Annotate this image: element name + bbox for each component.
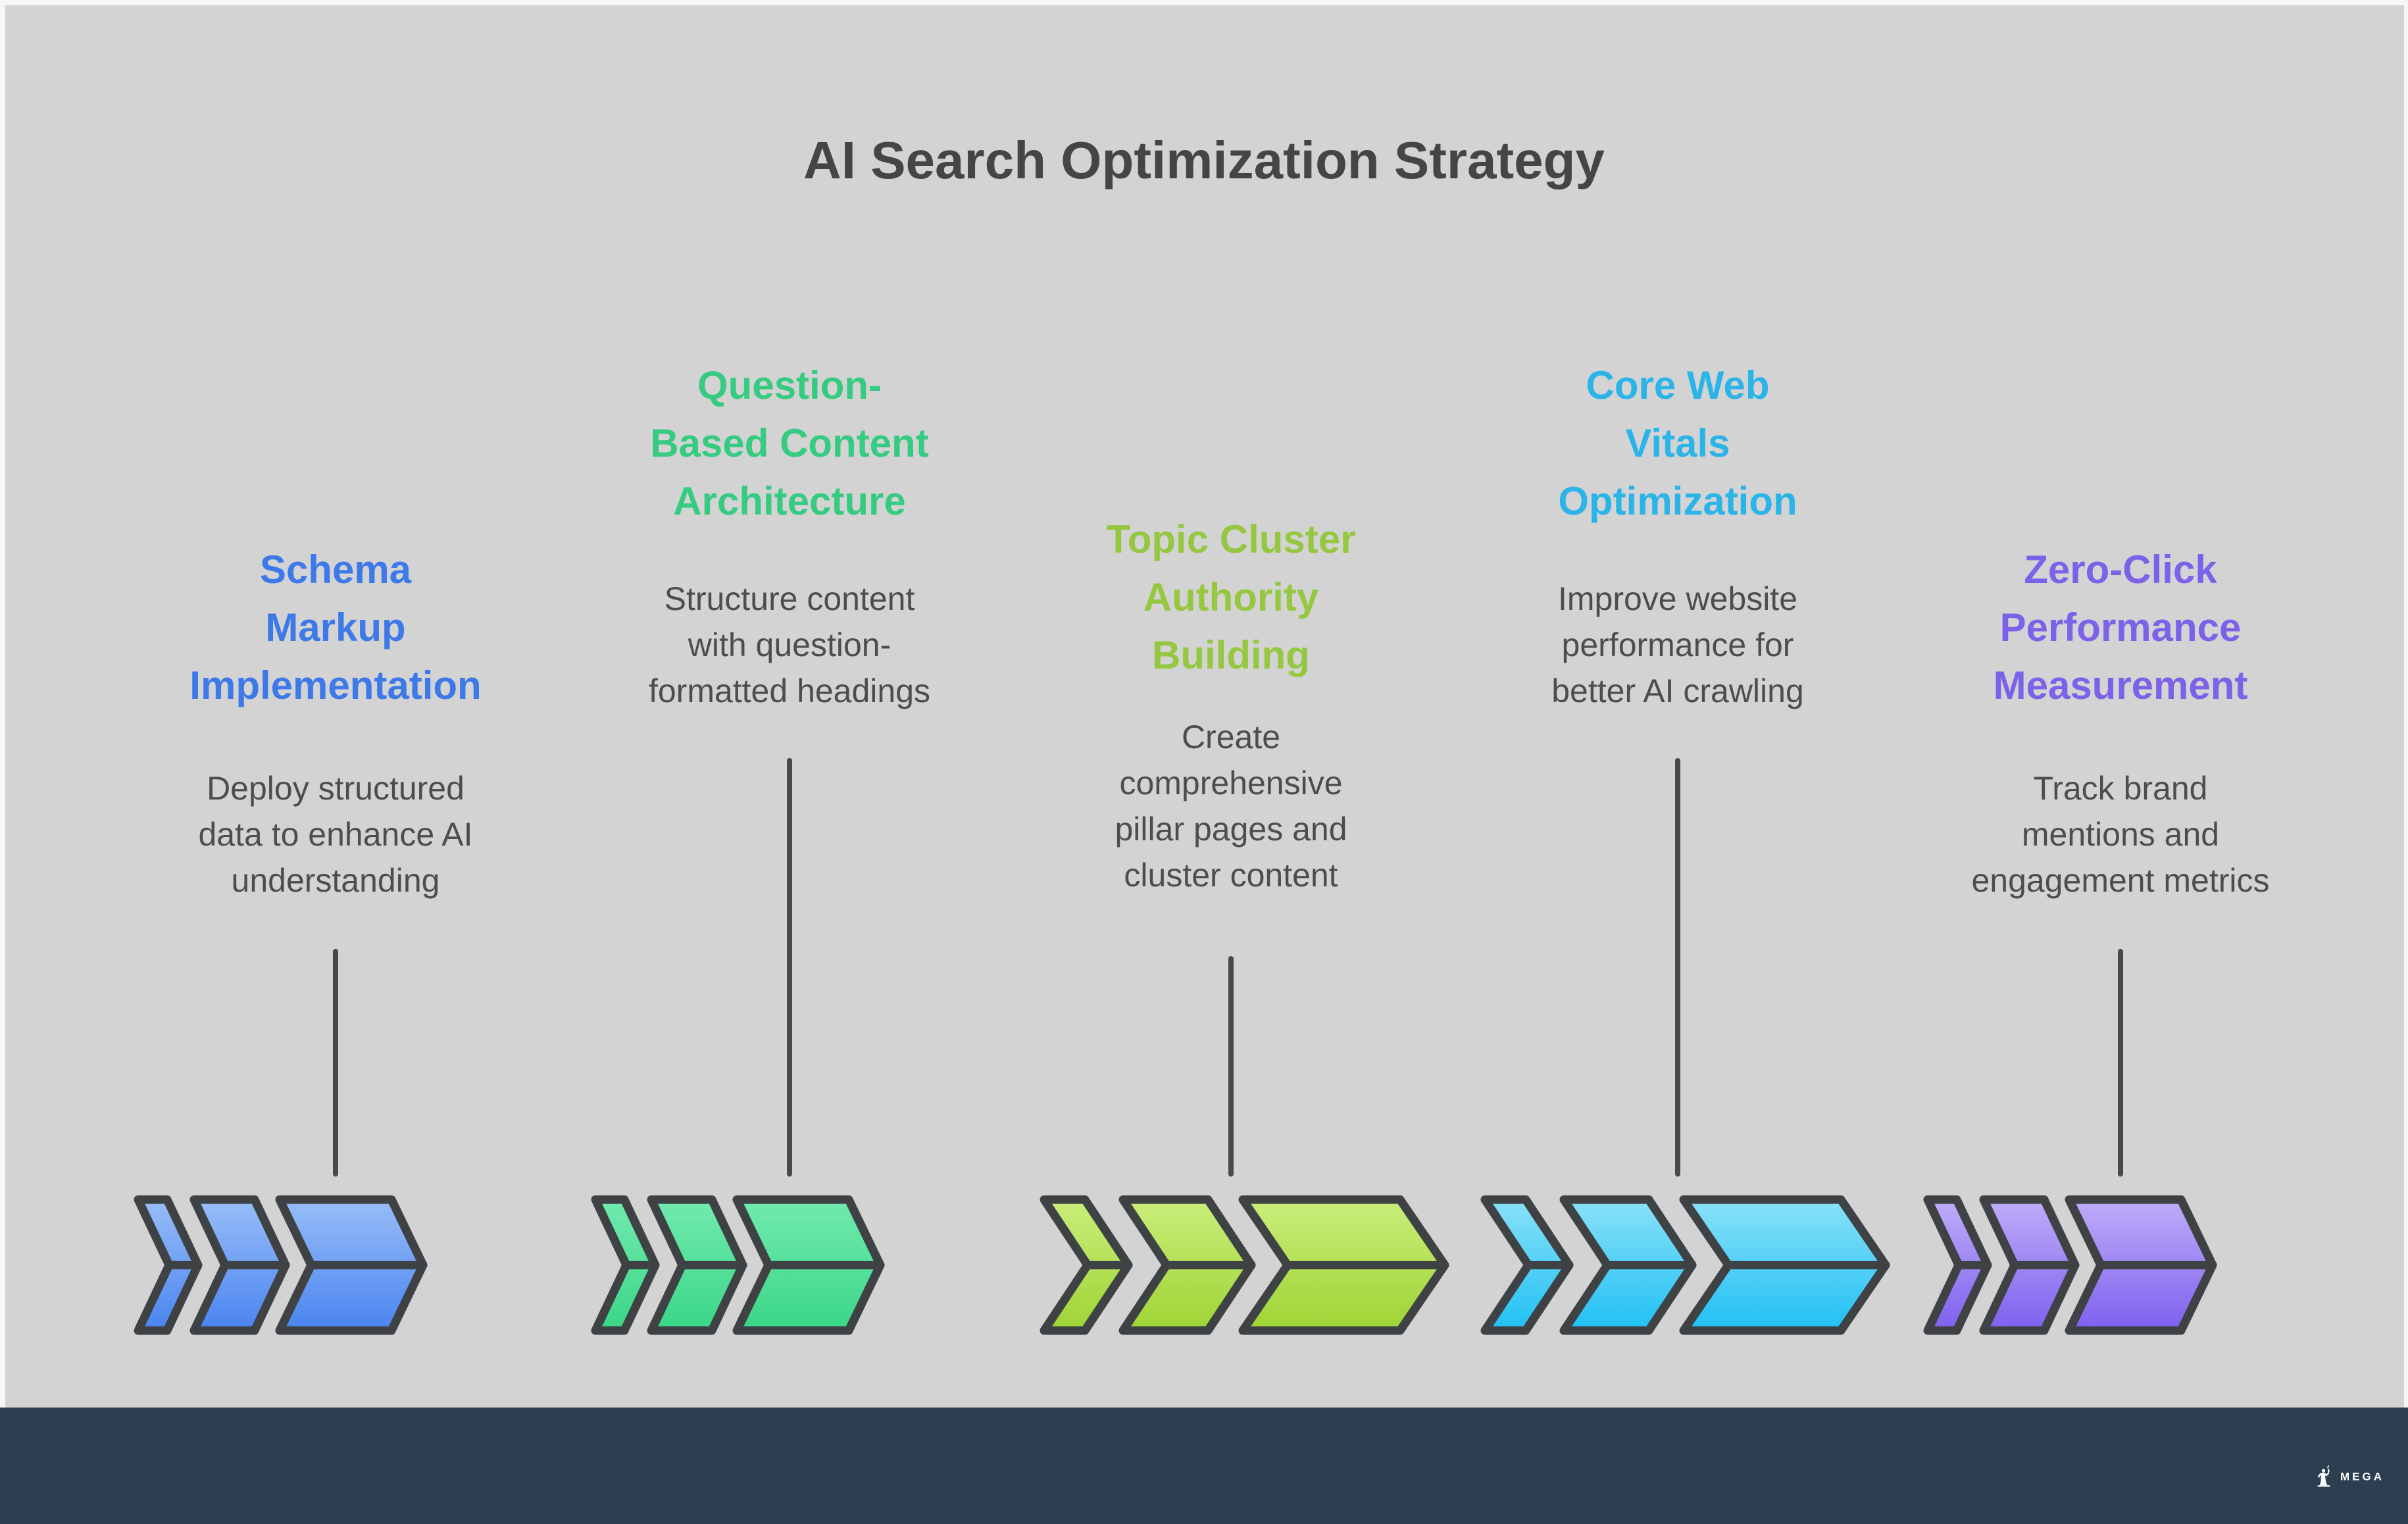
canvas-background	[5, 5, 2404, 1408]
chevron-arrows-icon	[590, 1194, 886, 1339]
column-description: Create comprehensive pillar pages and cl…	[1115, 719, 1347, 894]
column-heading: Schema Markup Implementation	[189, 547, 482, 707]
connector-line	[787, 758, 792, 1177]
column-description: Track brand mentions and engagement metr…	[1971, 770, 2270, 899]
connector-line	[1228, 956, 1234, 1177]
page-title: AI Search Optimization Strategy	[803, 131, 1605, 190]
column-description: Structure content with question- formatt…	[648, 580, 931, 709]
mega-logo: MEGA	[2315, 1464, 2384, 1490]
column-heading: Question- Based Content Architecture	[650, 363, 929, 523]
column-heading: Topic Cluster Authority Building	[1106, 517, 1356, 677]
chevron-arrows-icon	[1480, 1194, 1891, 1339]
connector-line	[2118, 949, 2123, 1177]
column-description: Improve website performance for better A…	[1551, 580, 1804, 709]
column-heading: Zero-Click Performance Measurement	[1993, 547, 2248, 707]
connector-line	[1675, 758, 1680, 1177]
column-heading: Core Web Vitals Optimization	[1558, 363, 1797, 523]
connector-line	[333, 949, 338, 1177]
brand-name: MEGA	[2340, 1470, 2384, 1483]
statue-icon	[2315, 1464, 2332, 1490]
footer-bar: MEGA	[0, 1408, 2408, 1524]
chevron-arrows-icon	[133, 1194, 428, 1339]
chevron-arrows-icon	[1039, 1194, 1450, 1339]
column-description: Deploy structured data to enhance AI und…	[198, 770, 473, 899]
chevron-arrows-icon	[1922, 1194, 2218, 1339]
